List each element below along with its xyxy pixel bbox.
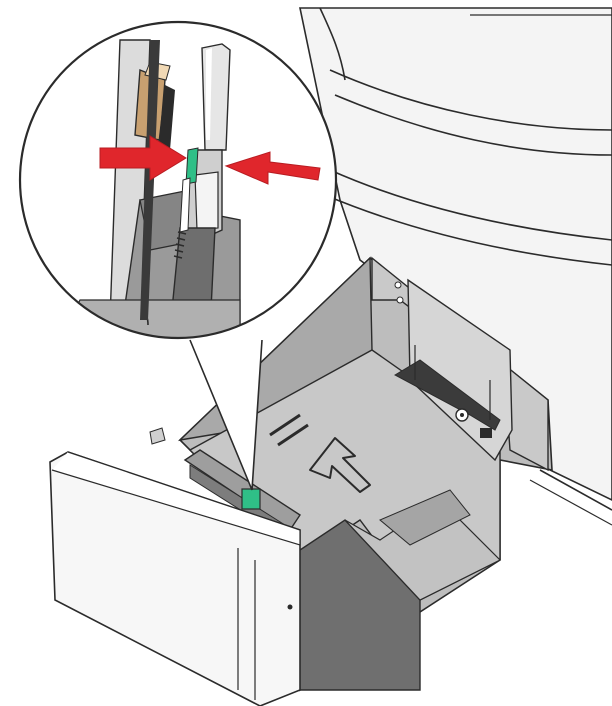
rear-paper-guide: [393, 278, 513, 462]
zoom-green-latch: [185, 147, 199, 185]
front-guide: [284, 489, 502, 691]
insert-direction-arrow-icon: [309, 437, 371, 493]
tray-front-panel: [49, 427, 301, 706]
zoom-callout-icon: [18, 20, 338, 340]
green-latch: [241, 488, 261, 510]
printer-body: [299, 7, 612, 526]
squeeze-arrows-icon: [99, 135, 321, 185]
callout-pointer: [189, 339, 263, 491]
